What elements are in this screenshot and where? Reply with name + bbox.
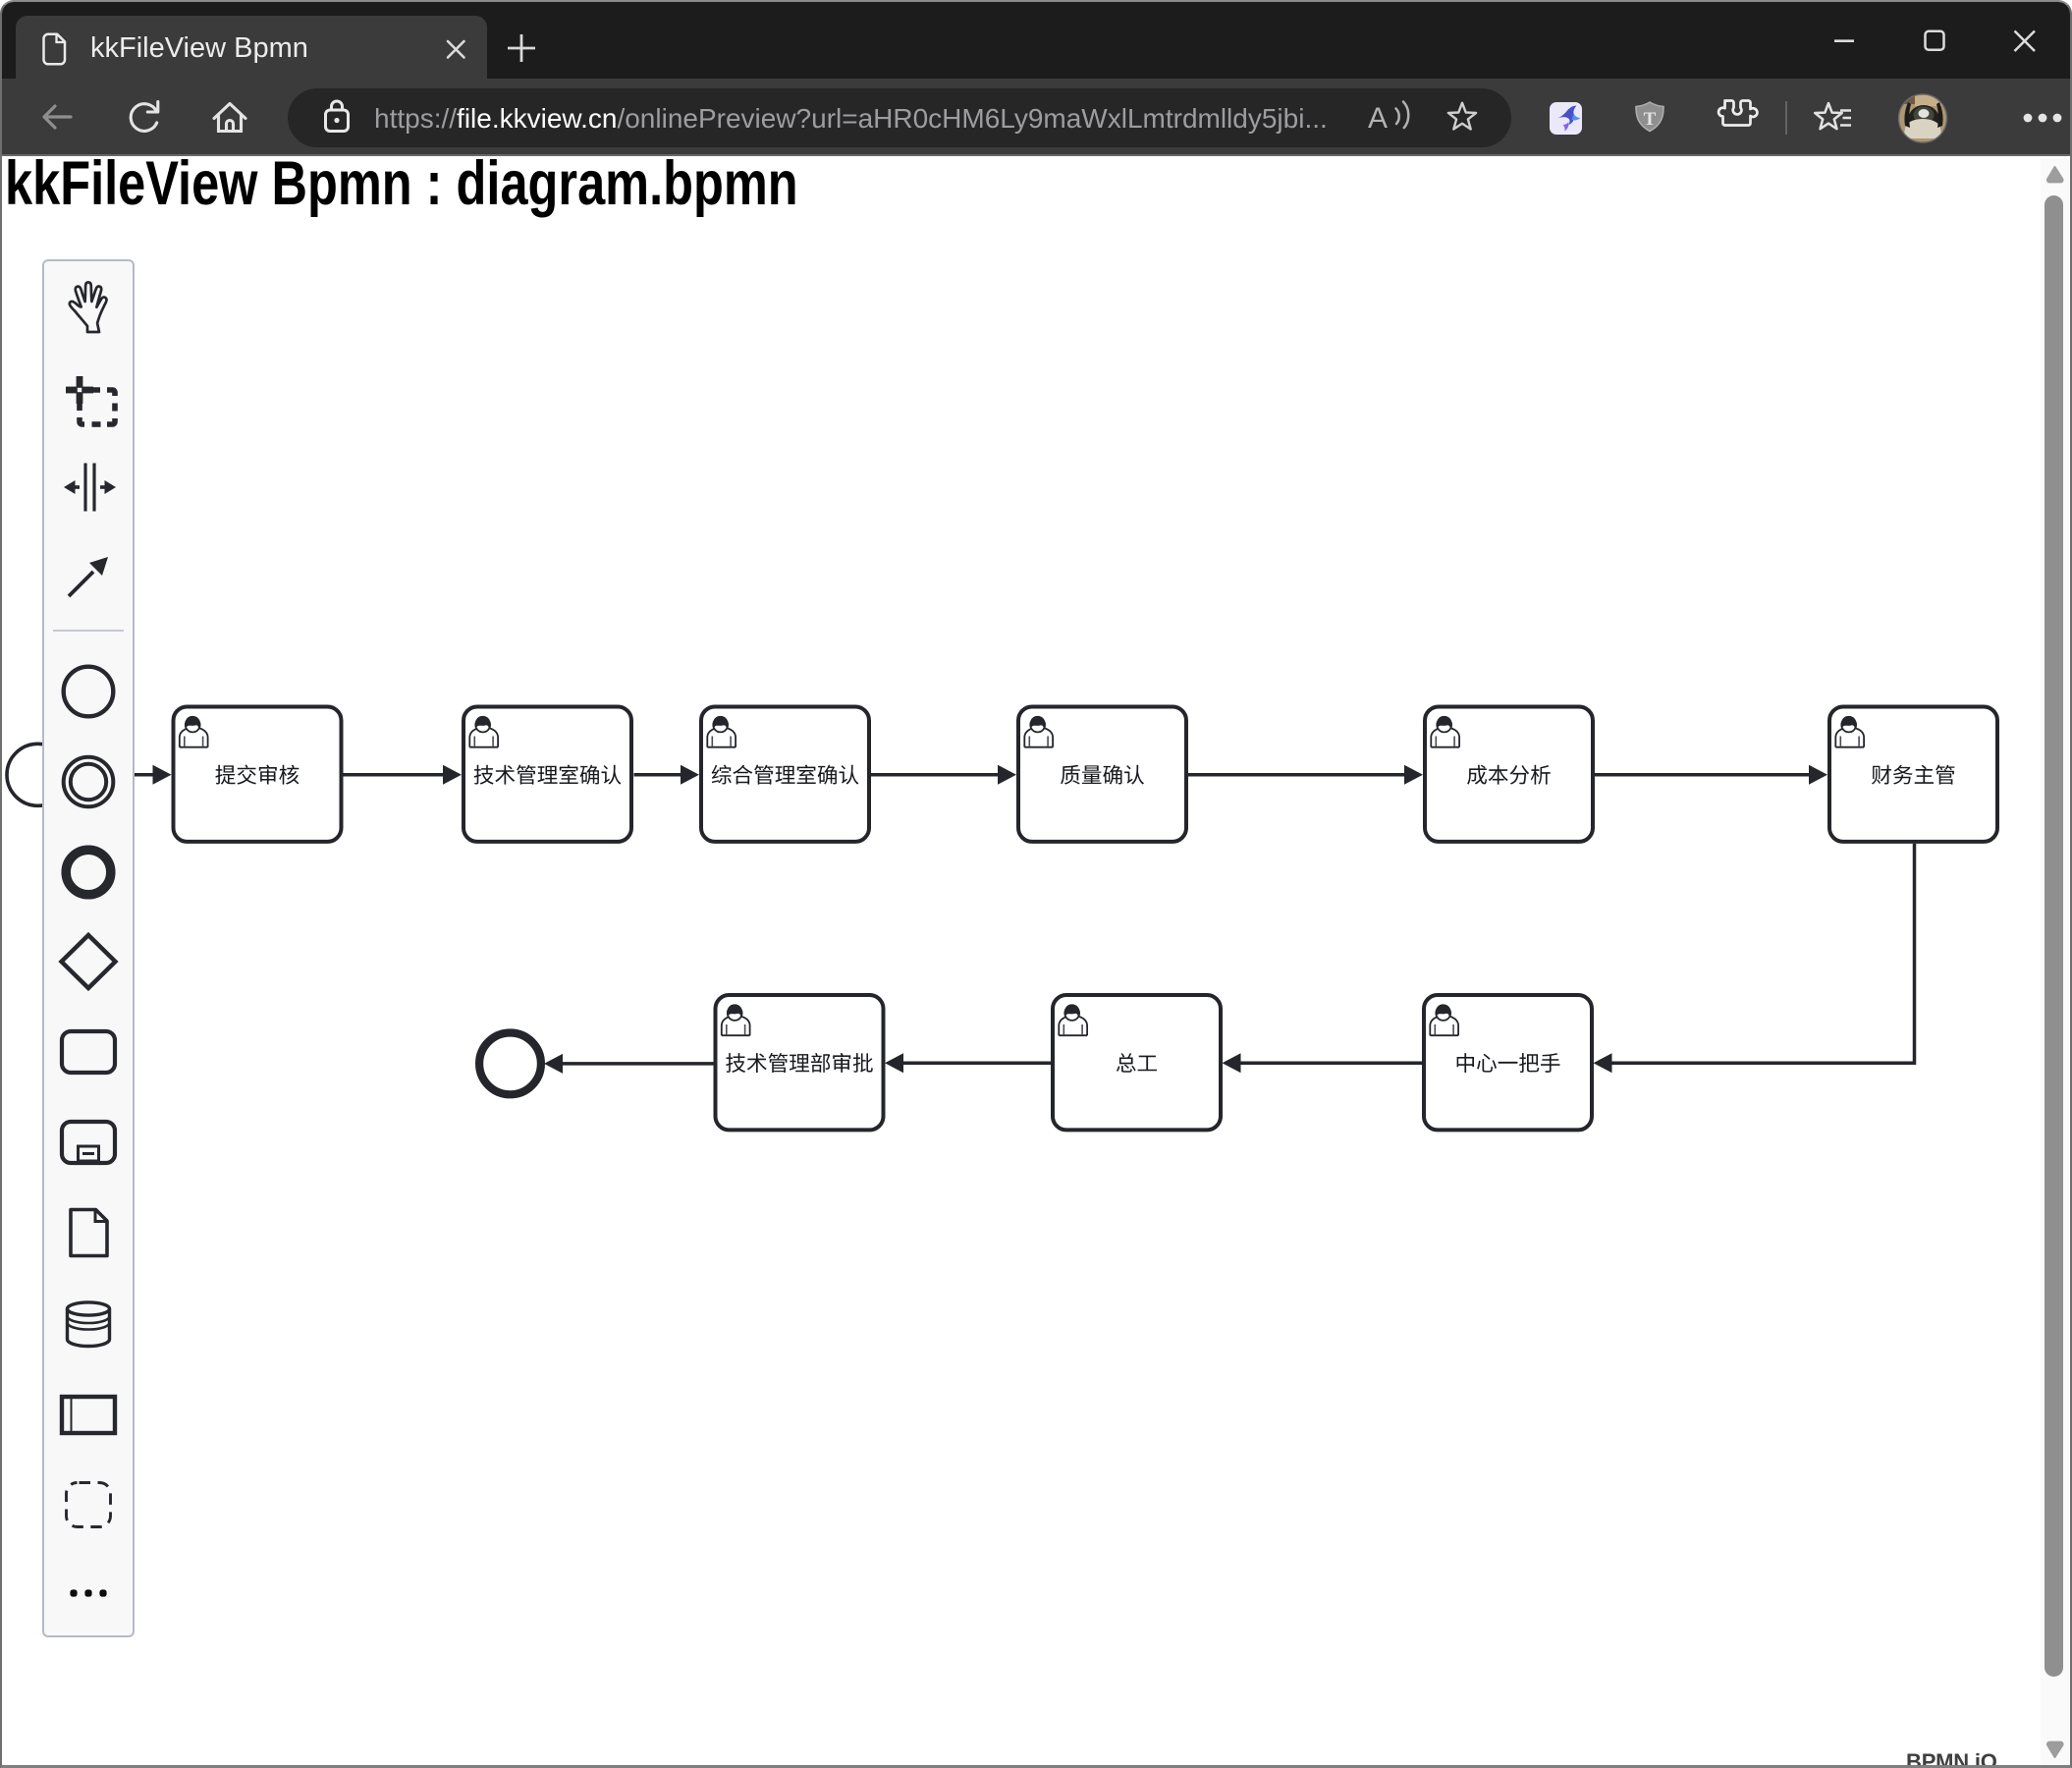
svg-text:A: A: [1368, 102, 1388, 135]
svg-text:T: T: [1644, 109, 1657, 130]
